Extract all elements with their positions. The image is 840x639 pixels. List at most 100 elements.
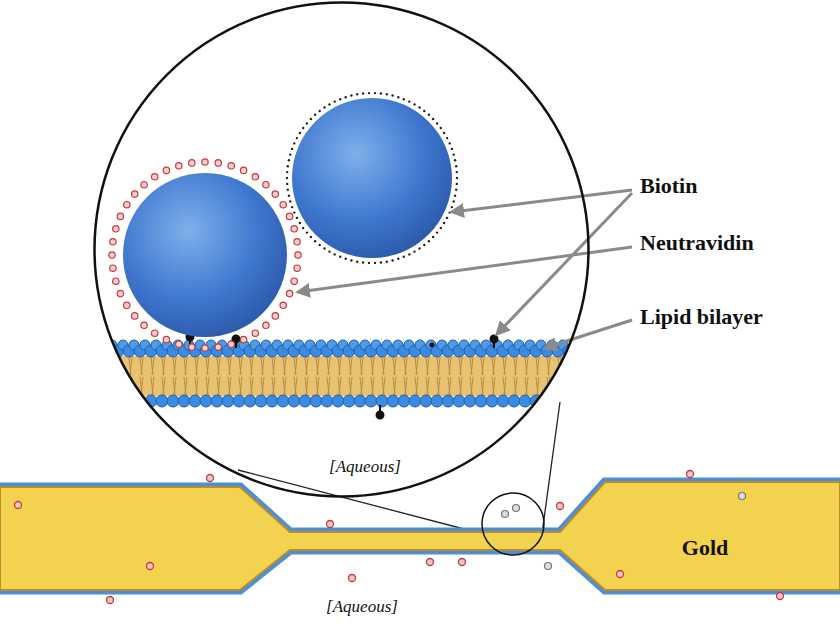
- biotin-dot: [319, 244, 321, 246]
- lipid-tail: [185, 377, 187, 395]
- lipid-head: [222, 395, 234, 407]
- biotin-dot: [362, 261, 364, 263]
- biotin-dot: [413, 103, 415, 105]
- lipid-tail: [152, 377, 154, 395]
- lipid-tail: [526, 357, 528, 375]
- lipid-head: [167, 395, 179, 407]
- lipid-tail: [294, 357, 296, 375]
- lipid-head: [574, 345, 586, 357]
- biotin-dot: [446, 217, 448, 219]
- lipid-tail: [350, 357, 352, 375]
- lipid-tail: [328, 377, 330, 395]
- lipid-head: [244, 395, 256, 407]
- lipid-tail: [514, 377, 516, 395]
- lipid-tail: [196, 377, 198, 395]
- lipid-head: [508, 395, 520, 407]
- biotin-dot: [368, 92, 370, 94]
- neutravidin-particle: [107, 597, 114, 604]
- biotin-mark: [377, 412, 384, 419]
- leader-arrow: [545, 320, 632, 348]
- biotin-dot: [380, 92, 382, 94]
- biotin-dot: [310, 118, 312, 120]
- lipid-tail: [306, 357, 308, 375]
- lipid-tail: [229, 357, 231, 375]
- lipid-head: [365, 395, 377, 407]
- lipid-tail: [437, 357, 439, 375]
- lipid-tail: [327, 357, 329, 375]
- lipid-tail: [96, 357, 98, 375]
- lipid-tail: [107, 377, 109, 395]
- gold-band: [0, 482, 840, 590]
- lipid-tail: [284, 357, 286, 375]
- neutravidin-particle: [327, 521, 334, 528]
- lipid-head: [580, 340, 590, 350]
- circle-outline: [95, 3, 589, 497]
- biotin-dot: [350, 259, 352, 261]
- biotin-dot: [291, 148, 293, 150]
- lipid-tail: [339, 377, 341, 395]
- material-label: Gold: [682, 535, 728, 561]
- biotin-dot: [289, 200, 291, 202]
- biotin-dot: [287, 189, 289, 191]
- biotin-dot: [314, 240, 316, 242]
- neutravidin-dot: [132, 313, 138, 319]
- biotin-dot: [413, 250, 415, 252]
- lipid-tail: [470, 357, 472, 375]
- lipid-head: [189, 395, 201, 407]
- biotin-dot: [339, 256, 341, 258]
- lipid-tail: [372, 377, 374, 395]
- neutravidin-dot: [163, 336, 169, 342]
- lipid-tail: [349, 377, 351, 395]
- lipid-tail: [174, 357, 176, 375]
- lipid-head: [552, 395, 564, 407]
- biotin-dot: [310, 236, 312, 238]
- biotin-dot: [368, 262, 370, 264]
- lipid-head: [409, 395, 421, 407]
- lipid-head: [112, 395, 124, 407]
- lipid-tail: [426, 357, 428, 375]
- lipid-tail: [262, 357, 264, 375]
- lipid-head: [398, 395, 410, 407]
- lipid-tail: [152, 357, 154, 375]
- lipid-tail: [196, 357, 198, 375]
- neutravidin-dot: [252, 330, 258, 336]
- biotin-dot: [454, 159, 456, 161]
- neutravidin-dot: [110, 265, 116, 271]
- lipid-tail: [426, 377, 428, 395]
- lipid-tail: [580, 377, 582, 395]
- lipid-tail: [240, 357, 242, 375]
- neutravidin-particle: [459, 559, 466, 566]
- leader-arrow: [452, 190, 632, 212]
- biotin-dot: [374, 262, 376, 264]
- biotin-dot: [286, 177, 288, 179]
- lipid-tail: [427, 377, 429, 395]
- lipid-tail: [283, 377, 285, 395]
- lipid-tail: [437, 377, 439, 395]
- lipid-tail: [515, 357, 517, 375]
- lipid-tail: [240, 377, 242, 395]
- lipid-tail: [305, 357, 307, 375]
- lipid-tail: [327, 377, 329, 395]
- biotin-mark: [531, 411, 538, 418]
- lipid-tail: [184, 377, 186, 395]
- lipid-tail: [294, 377, 296, 395]
- lipid-tail: [460, 357, 462, 375]
- neutravidin-dot: [163, 167, 169, 173]
- lipid-head: [321, 395, 333, 407]
- biotin-dot: [386, 93, 388, 95]
- lipid-tail: [184, 357, 186, 375]
- lipid-tail: [438, 357, 440, 375]
- gold-electrode: Gold: [0, 470, 840, 600]
- lipid-head: [442, 395, 454, 407]
- lipid-head: [200, 395, 212, 407]
- lipid-tail: [372, 357, 374, 375]
- lipid-tail: [360, 357, 362, 375]
- lipid-head: [376, 395, 388, 407]
- biotin-dot: [451, 148, 453, 150]
- neutravidin-particle: [427, 559, 434, 566]
- lipid-tail: [393, 377, 395, 395]
- lipid-head: [266, 395, 278, 407]
- biotin-mark: [491, 336, 498, 343]
- lipid-tail: [371, 377, 373, 395]
- biotin-dot: [302, 127, 304, 129]
